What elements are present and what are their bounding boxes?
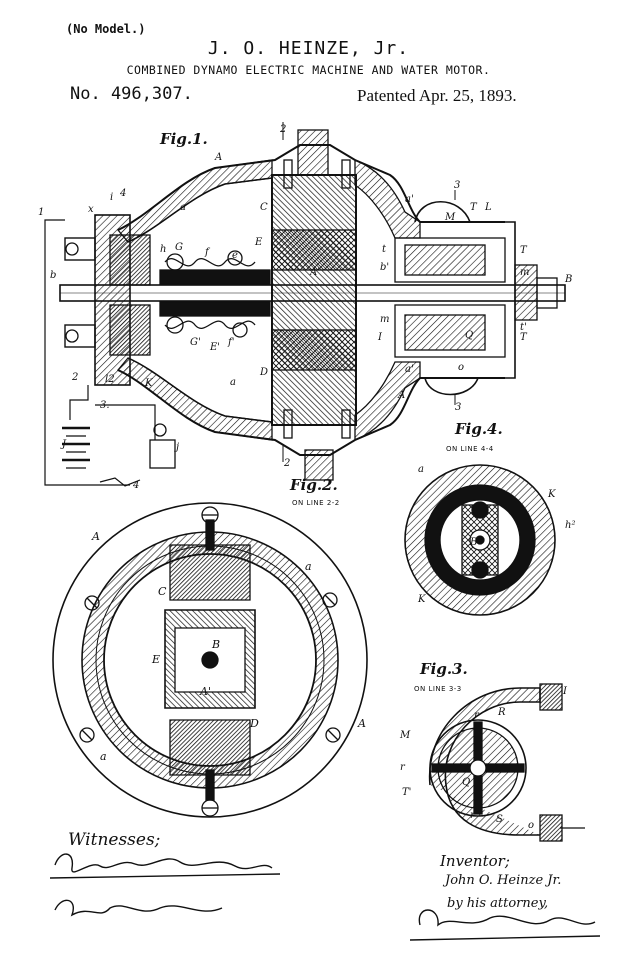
svg-text:T: T (470, 202, 478, 213)
fig3-drawing (428, 683, 585, 842)
svg-text:C: C (260, 202, 268, 213)
no-model-note: (No Model.) (66, 22, 146, 36)
svg-text:i: i (110, 192, 113, 203)
svg-text:3.: 3. (100, 400, 110, 411)
svg-text:a: a (230, 377, 236, 388)
svg-text:r: r (474, 710, 480, 721)
witnesses-label: Witnesses; (68, 830, 161, 850)
svg-text:B: B (564, 274, 572, 285)
svg-text:4: 4 (119, 188, 126, 199)
svg-text:T: T (520, 245, 528, 256)
svg-text:S: S (496, 814, 503, 825)
svg-text:l2: l2 (105, 374, 115, 385)
svg-text:2: 2 (283, 458, 290, 469)
inventor-label: Inventor; (440, 852, 510, 870)
svg-text:a: a (100, 750, 107, 763)
svg-text:B: B (211, 638, 220, 651)
fig4-label: Fig.4. (455, 420, 503, 438)
attorney-signature (409, 909, 601, 941)
svg-text:h²: h² (565, 520, 575, 531)
svg-text:h: h (160, 244, 166, 255)
svg-text:E: E (254, 237, 263, 248)
inventor-signature-name: John O. Heinze Jr. (445, 873, 562, 888)
svg-text:m: m (380, 314, 389, 325)
svg-text:K: K (547, 489, 556, 500)
svg-text:M: M (444, 212, 456, 223)
svg-text:o: o (458, 362, 464, 373)
svg-text:D: D (249, 717, 259, 730)
svg-text:K: K (144, 378, 153, 389)
svg-text:a: a (305, 560, 312, 573)
svg-text:A': A' (309, 267, 320, 278)
svg-text:A: A (214, 152, 222, 163)
inventor-heading: J. O. HEINZE, Jr. (207, 38, 410, 59)
svg-text:f: f (204, 247, 211, 258)
svg-text:o: o (528, 820, 534, 831)
svg-text:E': E' (209, 342, 220, 353)
svg-text:3: 3 (454, 180, 460, 191)
witness-signature-1 (49, 853, 281, 879)
svg-text:a': a' (405, 194, 414, 205)
svg-text:b: b (50, 270, 56, 281)
svg-text:1: 1 (38, 207, 44, 218)
fig3-line-label: ON LINE 3-3 (414, 685, 462, 693)
fig2-line-label: ON LINE 2-2 (292, 499, 340, 507)
svg-text:B: B (469, 537, 477, 548)
svg-text:A': A' (199, 685, 211, 698)
svg-text:I: I (377, 332, 383, 343)
svg-text:a: a (418, 464, 424, 475)
svg-text:E: E (151, 653, 160, 666)
svg-text:a': a' (405, 364, 414, 375)
svg-text:T: T (520, 332, 528, 343)
svg-text:2: 2 (71, 372, 78, 383)
patent-date: Patented Apr. 25, 1893. (357, 86, 517, 105)
witness-signature-2 (54, 899, 223, 917)
svg-text:x: x (88, 204, 94, 215)
svg-text:e: e (232, 250, 238, 261)
svg-text:D: D (259, 367, 268, 378)
svg-text:Q: Q (462, 777, 470, 788)
svg-text:t': t' (520, 322, 527, 333)
svg-text:f': f' (227, 337, 234, 348)
fig3-label: Fig.3. (420, 660, 468, 678)
svg-text:G: G (175, 242, 183, 253)
fig2-drawing (52, 502, 368, 818)
svg-text:3: 3 (455, 402, 461, 413)
svg-text:r: r (400, 762, 406, 773)
svg-text:r: r (470, 810, 476, 821)
svg-text:G': G' (190, 337, 201, 348)
fig1-label: Fig.1. (160, 130, 208, 148)
attorney-line: by his attorney, (447, 896, 549, 911)
fig4-line-label: ON LINE 4-4 (446, 445, 494, 453)
svg-text:m: m (520, 267, 529, 278)
svg-text:I: I (562, 686, 568, 697)
svg-text:R: R (497, 707, 506, 718)
fig4-drawing (404, 464, 556, 616)
svg-text:J: J (60, 439, 67, 450)
patent-title: COMBINED DYNAMO ELECTRIC MACHINE AND WAT… (126, 63, 491, 77)
svg-text:K: K (417, 594, 426, 605)
svg-text:b': b' (380, 262, 389, 273)
svg-text:A: A (397, 390, 405, 401)
svg-text:a: a (180, 202, 186, 213)
svg-text:2: 2 (279, 124, 286, 135)
svg-text:T': T' (402, 787, 411, 798)
svg-text:j: j (174, 442, 179, 453)
svg-text:Q: Q (465, 330, 473, 341)
svg-text:M: M (399, 730, 411, 741)
svg-text:A: A (91, 530, 100, 543)
svg-text:4: 4 (132, 480, 139, 491)
svg-text:C: C (158, 585, 167, 598)
patent-number: No. 496,307. (70, 84, 193, 104)
fig1-drawing (44, 122, 566, 487)
svg-text:L: L (484, 202, 492, 213)
svg-text:A: A (357, 717, 366, 730)
svg-text:t: t (382, 244, 387, 255)
